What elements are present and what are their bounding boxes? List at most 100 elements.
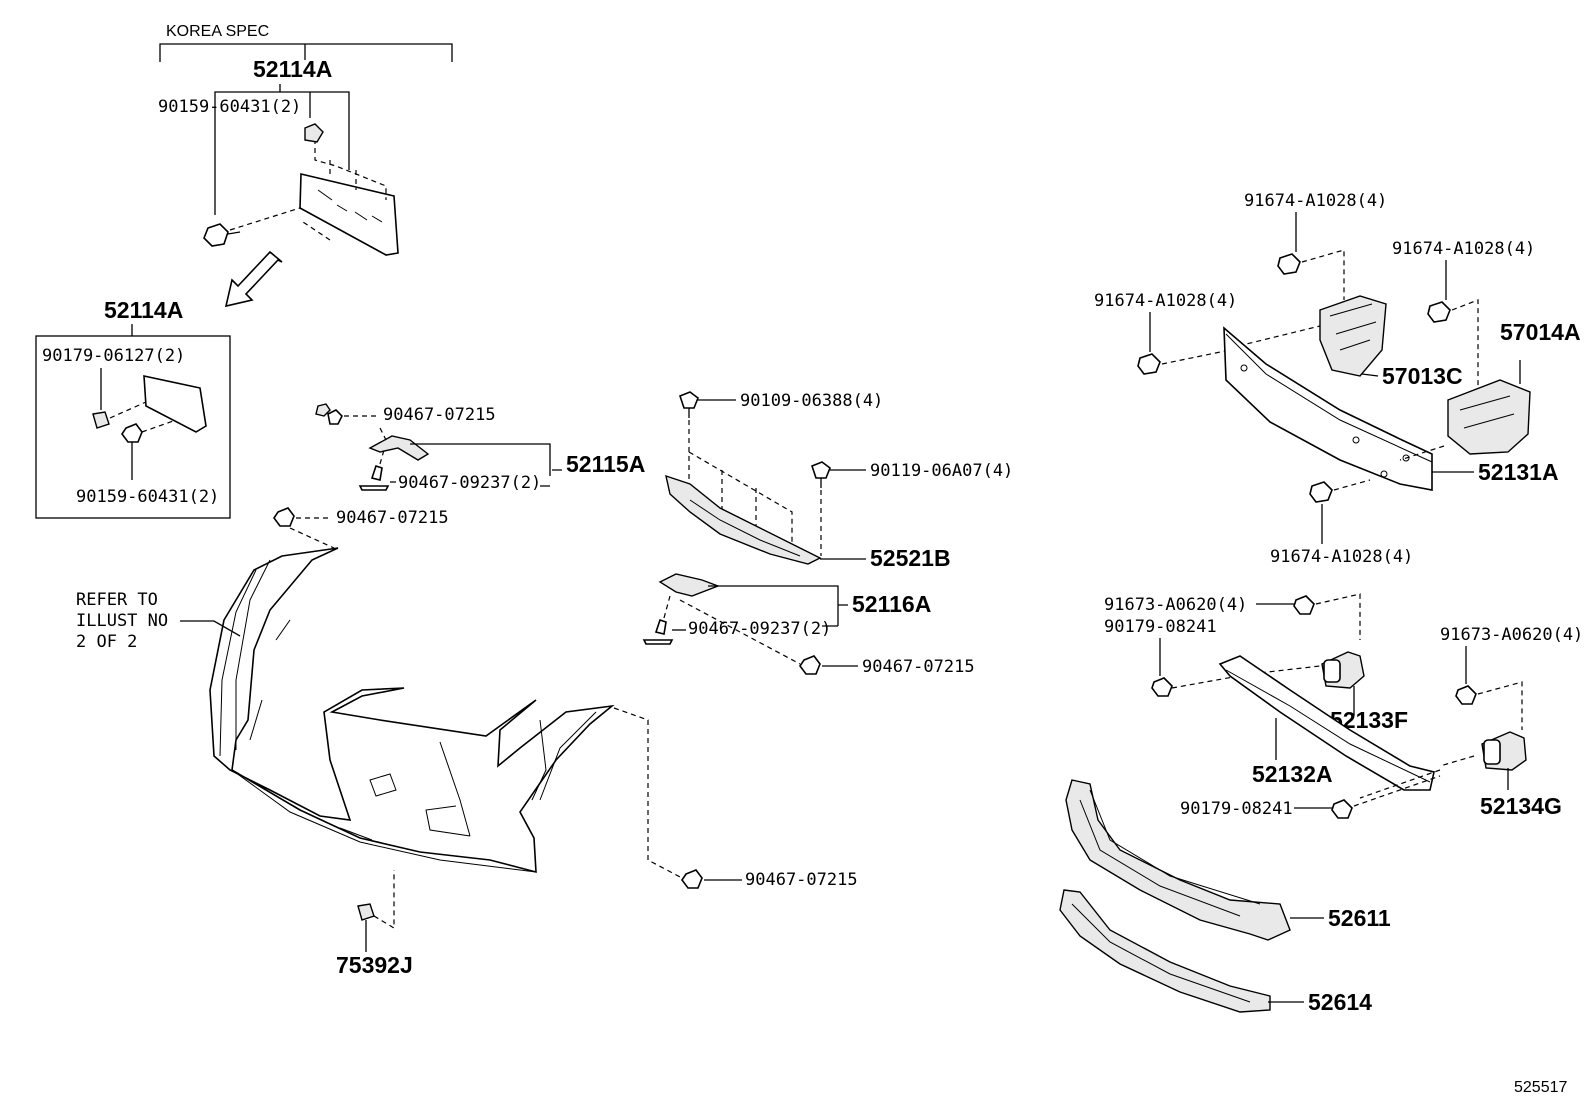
bolt-91674-d xyxy=(1309,481,1333,503)
part-label-57014A: 57014A xyxy=(1500,319,1581,345)
part-label-91673-A0620-a: 91673-A0620(4) xyxy=(1104,595,1247,615)
illustration-ref-number: 525517 xyxy=(1514,1079,1567,1096)
dash-91674-a xyxy=(1301,249,1345,300)
leader-52115A xyxy=(390,443,562,487)
nut-90467-07215-b xyxy=(273,507,295,527)
nut-90467-07215-d xyxy=(681,869,703,889)
part-label-52114A-top: 52114A xyxy=(253,56,332,82)
leader-57013C xyxy=(1361,373,1379,377)
part-label-52134G: 52134G xyxy=(1480,793,1562,819)
nut-90467-07215-c xyxy=(799,655,821,675)
refer-note-line3: 2 OF 2 xyxy=(76,632,137,652)
dash-52115A xyxy=(379,427,387,465)
dash-52116A xyxy=(663,595,671,619)
part-label-90179-06127: 90179-06127(2) xyxy=(42,346,185,366)
dash-52114A-box xyxy=(109,401,177,433)
clip-90159-top xyxy=(304,123,324,143)
bolt-90109-06388 xyxy=(679,391,699,418)
part-label-91674-A1028-d: 91674-A1028(4) xyxy=(1270,547,1413,567)
part-label-52521B: 52521B xyxy=(870,545,951,571)
leader-52116A xyxy=(708,585,848,627)
bolt-91673-a xyxy=(1293,595,1315,615)
front-bumper-cover xyxy=(209,547,615,874)
part-label-90159-60431-top: 90159-60431(2) xyxy=(158,97,301,117)
bracket-52116A xyxy=(658,573,720,597)
part-label-52611: 52611 xyxy=(1328,905,1391,931)
part-label-90467-07215-d: 90467-07215 xyxy=(745,870,858,890)
nut-90467-07215-a xyxy=(327,409,343,425)
part-label-52114A-box: 52114A xyxy=(104,297,183,323)
bracket-57014A xyxy=(1447,379,1531,455)
dash-91673-b xyxy=(1477,681,1523,730)
reinforcement-52131A xyxy=(1223,326,1433,491)
leader-52114A-top xyxy=(214,84,350,215)
bracket-52133F xyxy=(1321,651,1365,689)
bracket-52134G xyxy=(1481,731,1527,771)
dash-57014A xyxy=(1399,445,1445,461)
bracket-52115A xyxy=(368,435,430,461)
spoiler-52614 xyxy=(1059,889,1271,1013)
part-label-90467-09237-a: 90467-09237(2) xyxy=(398,473,541,493)
clip-75392J xyxy=(357,903,375,921)
clip-90467-07215-a xyxy=(315,403,331,417)
support-52521B xyxy=(665,474,822,565)
bolt-91674-c xyxy=(1137,353,1161,375)
screw-90159-top xyxy=(203,223,241,247)
license-bracket-top-detail xyxy=(317,189,383,223)
nut-90179-08241-b xyxy=(1331,799,1353,819)
bolt-91674-b xyxy=(1427,301,1451,323)
support-52521B-detail xyxy=(689,499,801,557)
part-label-52614: 52614 xyxy=(1308,989,1372,1015)
absorber-52132A xyxy=(1218,655,1435,791)
dash-91674-d xyxy=(1333,479,1371,491)
refer-note-line1: REFER TO xyxy=(76,590,158,610)
part-label-75392J: 75392J xyxy=(336,952,413,978)
dash-52521B xyxy=(688,420,822,556)
part-label-90159-60431-box: 90159-60431(2) xyxy=(76,487,219,507)
bolt-90119-06A07 xyxy=(811,461,831,488)
leader-refer-note xyxy=(180,620,241,637)
dash-91674-c xyxy=(1161,325,1321,365)
dash-90467-b xyxy=(289,517,335,549)
part-label-90179-08241-a: 90179-08241 xyxy=(1104,617,1217,637)
part-label-52131A: 52131A xyxy=(1478,459,1559,485)
korea-spec-bracket xyxy=(159,43,453,62)
dash-91673-a xyxy=(1315,593,1361,640)
nut-90179-06127 xyxy=(92,411,110,429)
part-label-91674-A1028-a: 91674-A1028(4) xyxy=(1244,191,1387,211)
license-bracket-top xyxy=(299,172,399,256)
dash-90179-08241-b xyxy=(1353,775,1441,807)
part-label-90467-07215-b: 90467-07215 xyxy=(336,508,449,528)
part-label-90467-09237-b: 90467-09237(2) xyxy=(688,619,831,639)
part-label-90467-07215-c: 90467-07215 xyxy=(862,657,975,677)
license-bracket-box xyxy=(143,374,207,433)
retainer-52611 xyxy=(1065,779,1291,941)
part-label-90179-08241-b: 90179-08241 xyxy=(1180,799,1293,819)
dash-75392J xyxy=(373,870,395,930)
direction-arrow xyxy=(224,250,283,308)
korea-spec-label: KOREA SPEC xyxy=(166,23,269,40)
part-label-91674-A1028-c: 91674-A1028(4) xyxy=(1094,291,1237,311)
part-label-91673-A0620-b: 91673-A0620(4) xyxy=(1440,625,1583,645)
refer-note-line2: ILLUST NO xyxy=(76,611,168,631)
nut-90179-08241-a xyxy=(1151,677,1173,697)
part-label-90467-07215-a: 90467-07215 xyxy=(383,405,496,425)
part-label-52115A: 52115A xyxy=(566,451,645,477)
bolt-91674-a xyxy=(1277,253,1301,275)
bracket-57013C xyxy=(1319,295,1387,377)
part-label-90109-06388: 90109-06388(4) xyxy=(740,391,883,411)
screw-90159-box xyxy=(121,423,143,443)
korea-spec-detail-box xyxy=(35,335,231,519)
bolt-91673-b xyxy=(1455,685,1477,705)
dash-91674-b xyxy=(1451,299,1479,396)
screw-90467-09237-b xyxy=(642,618,674,645)
dash-52114A-top xyxy=(229,130,387,241)
part-label-91674-A1028-b: 91674-A1028(4) xyxy=(1392,239,1535,259)
dash-90467-d xyxy=(613,707,683,879)
part-label-57013C: 57013C xyxy=(1382,363,1463,389)
screw-90467-09237-a xyxy=(358,464,390,491)
part-label-52132A: 52132A xyxy=(1252,761,1333,787)
dash-90467-c xyxy=(679,599,801,665)
